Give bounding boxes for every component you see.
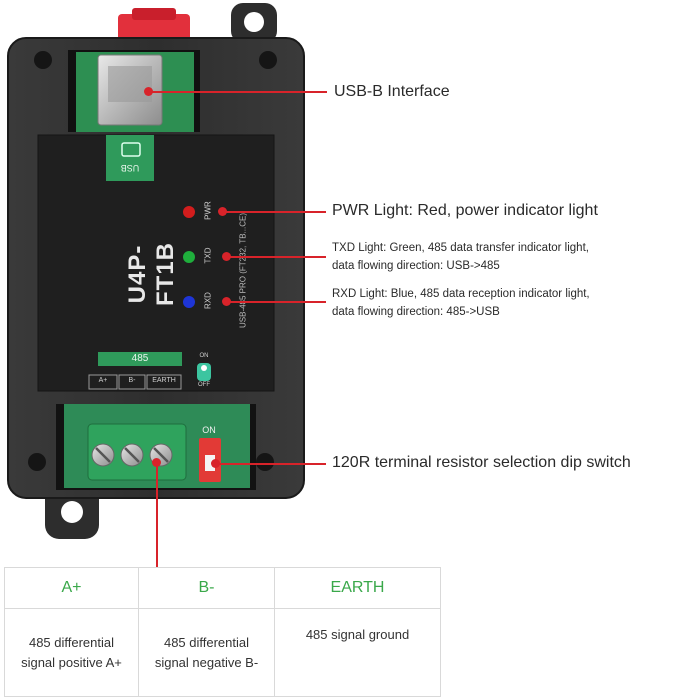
- legend-desc-b-line1: 485 differential: [163, 634, 250, 650]
- switch-on-label: ON: [199, 353, 209, 359]
- pwr-led: [183, 206, 195, 218]
- screw-bottom-left: [28, 453, 46, 471]
- terminal-print-a: A+: [98, 377, 108, 384]
- usb-tab: [106, 135, 154, 181]
- bus-label-block: [98, 352, 182, 366]
- model-name: U4P-FT1B: [124, 242, 179, 306]
- mounting-ear-top: [231, 3, 277, 43]
- txd-callout-line2: data flowing direction: USB->485: [332, 260, 500, 272]
- legend-desc-earth-line1: 485 signal ground: [305, 627, 410, 642]
- screw-top-left: [34, 51, 52, 69]
- legend-description-row: 485 differential signal positive A+ 485 …: [4, 608, 441, 697]
- led-label-txd: TXD: [203, 247, 213, 264]
- side-print: USB-485 PRO (FT232, TB...CE): [238, 213, 248, 328]
- txd-leader-line: [226, 256, 326, 258]
- pwr-callout: PWR Light: Red, power indicator light: [332, 202, 598, 219]
- rxd-callout-line2: data flowing direction: 485->USB: [332, 306, 500, 318]
- legend-desc-b-line2: signal negative B-: [154, 654, 259, 670]
- power-switch: [197, 363, 211, 381]
- legend-desc-a: 485 differential signal positive A+: [4, 608, 139, 697]
- legend-desc-b: 485 differential signal negative B-: [138, 608, 275, 697]
- led-label-rxd: RXD: [203, 292, 213, 309]
- legend-header-a: A+: [4, 567, 139, 609]
- rxd-leader-line: [226, 301, 326, 303]
- screw-top-right: [259, 51, 277, 69]
- legend-desc-earth: 485 signal ground: [274, 608, 441, 697]
- pwr-leader-line: [222, 211, 326, 213]
- txd-callout-line1: TXD Light: Green, 485 data transfer indi…: [332, 242, 589, 254]
- terminal-legend-table: A+ B- EARTH 485 differential signal posi…: [4, 567, 441, 697]
- rxd-led: [183, 296, 195, 308]
- legend-desc-a-line2: signal positive A+: [21, 654, 122, 670]
- terminal-print-earth: EARTH: [152, 377, 176, 384]
- usb-tab-label: USB: [120, 163, 140, 173]
- usb-leader-dot: [144, 87, 153, 96]
- dip-switch: [199, 438, 221, 482]
- usb-callout: USB-B Interface: [334, 83, 450, 100]
- bus-label: 485: [131, 353, 149, 364]
- legend-header-b: B-: [138, 567, 275, 609]
- legend-header-earth: EARTH: [274, 567, 441, 609]
- dip-leader-line: [215, 463, 326, 465]
- dip-callout: 120R terminal resistor selection dip swi…: [332, 454, 631, 471]
- terminal-print-b: B-: [128, 377, 136, 384]
- legend-desc-a-line1: 485 differential: [28, 634, 115, 650]
- screw-bottom-right: [256, 453, 274, 471]
- usb-leader-line: [149, 91, 327, 93]
- earth-leader-line: [156, 462, 158, 568]
- product-diagram: USB U4P-FT1B PWR TXD RXD USB-485 PRO (FT…: [4, 3, 631, 697]
- terminal-screw-b: [120, 443, 144, 467]
- led-label-pwr: PWR: [203, 201, 213, 220]
- converter-device: [7, 3, 305, 539]
- terminal-screw-a: [91, 443, 115, 467]
- rxd-callout-line1: RXD Light: Blue, 485 data reception indi…: [332, 288, 590, 300]
- label-panel: [37, 134, 275, 392]
- dip-on-label: ON: [202, 425, 216, 435]
- legend-header-row: A+ B- EARTH: [4, 567, 441, 609]
- txd-led: [183, 251, 195, 263]
- switch-off-label: OFF: [198, 382, 210, 388]
